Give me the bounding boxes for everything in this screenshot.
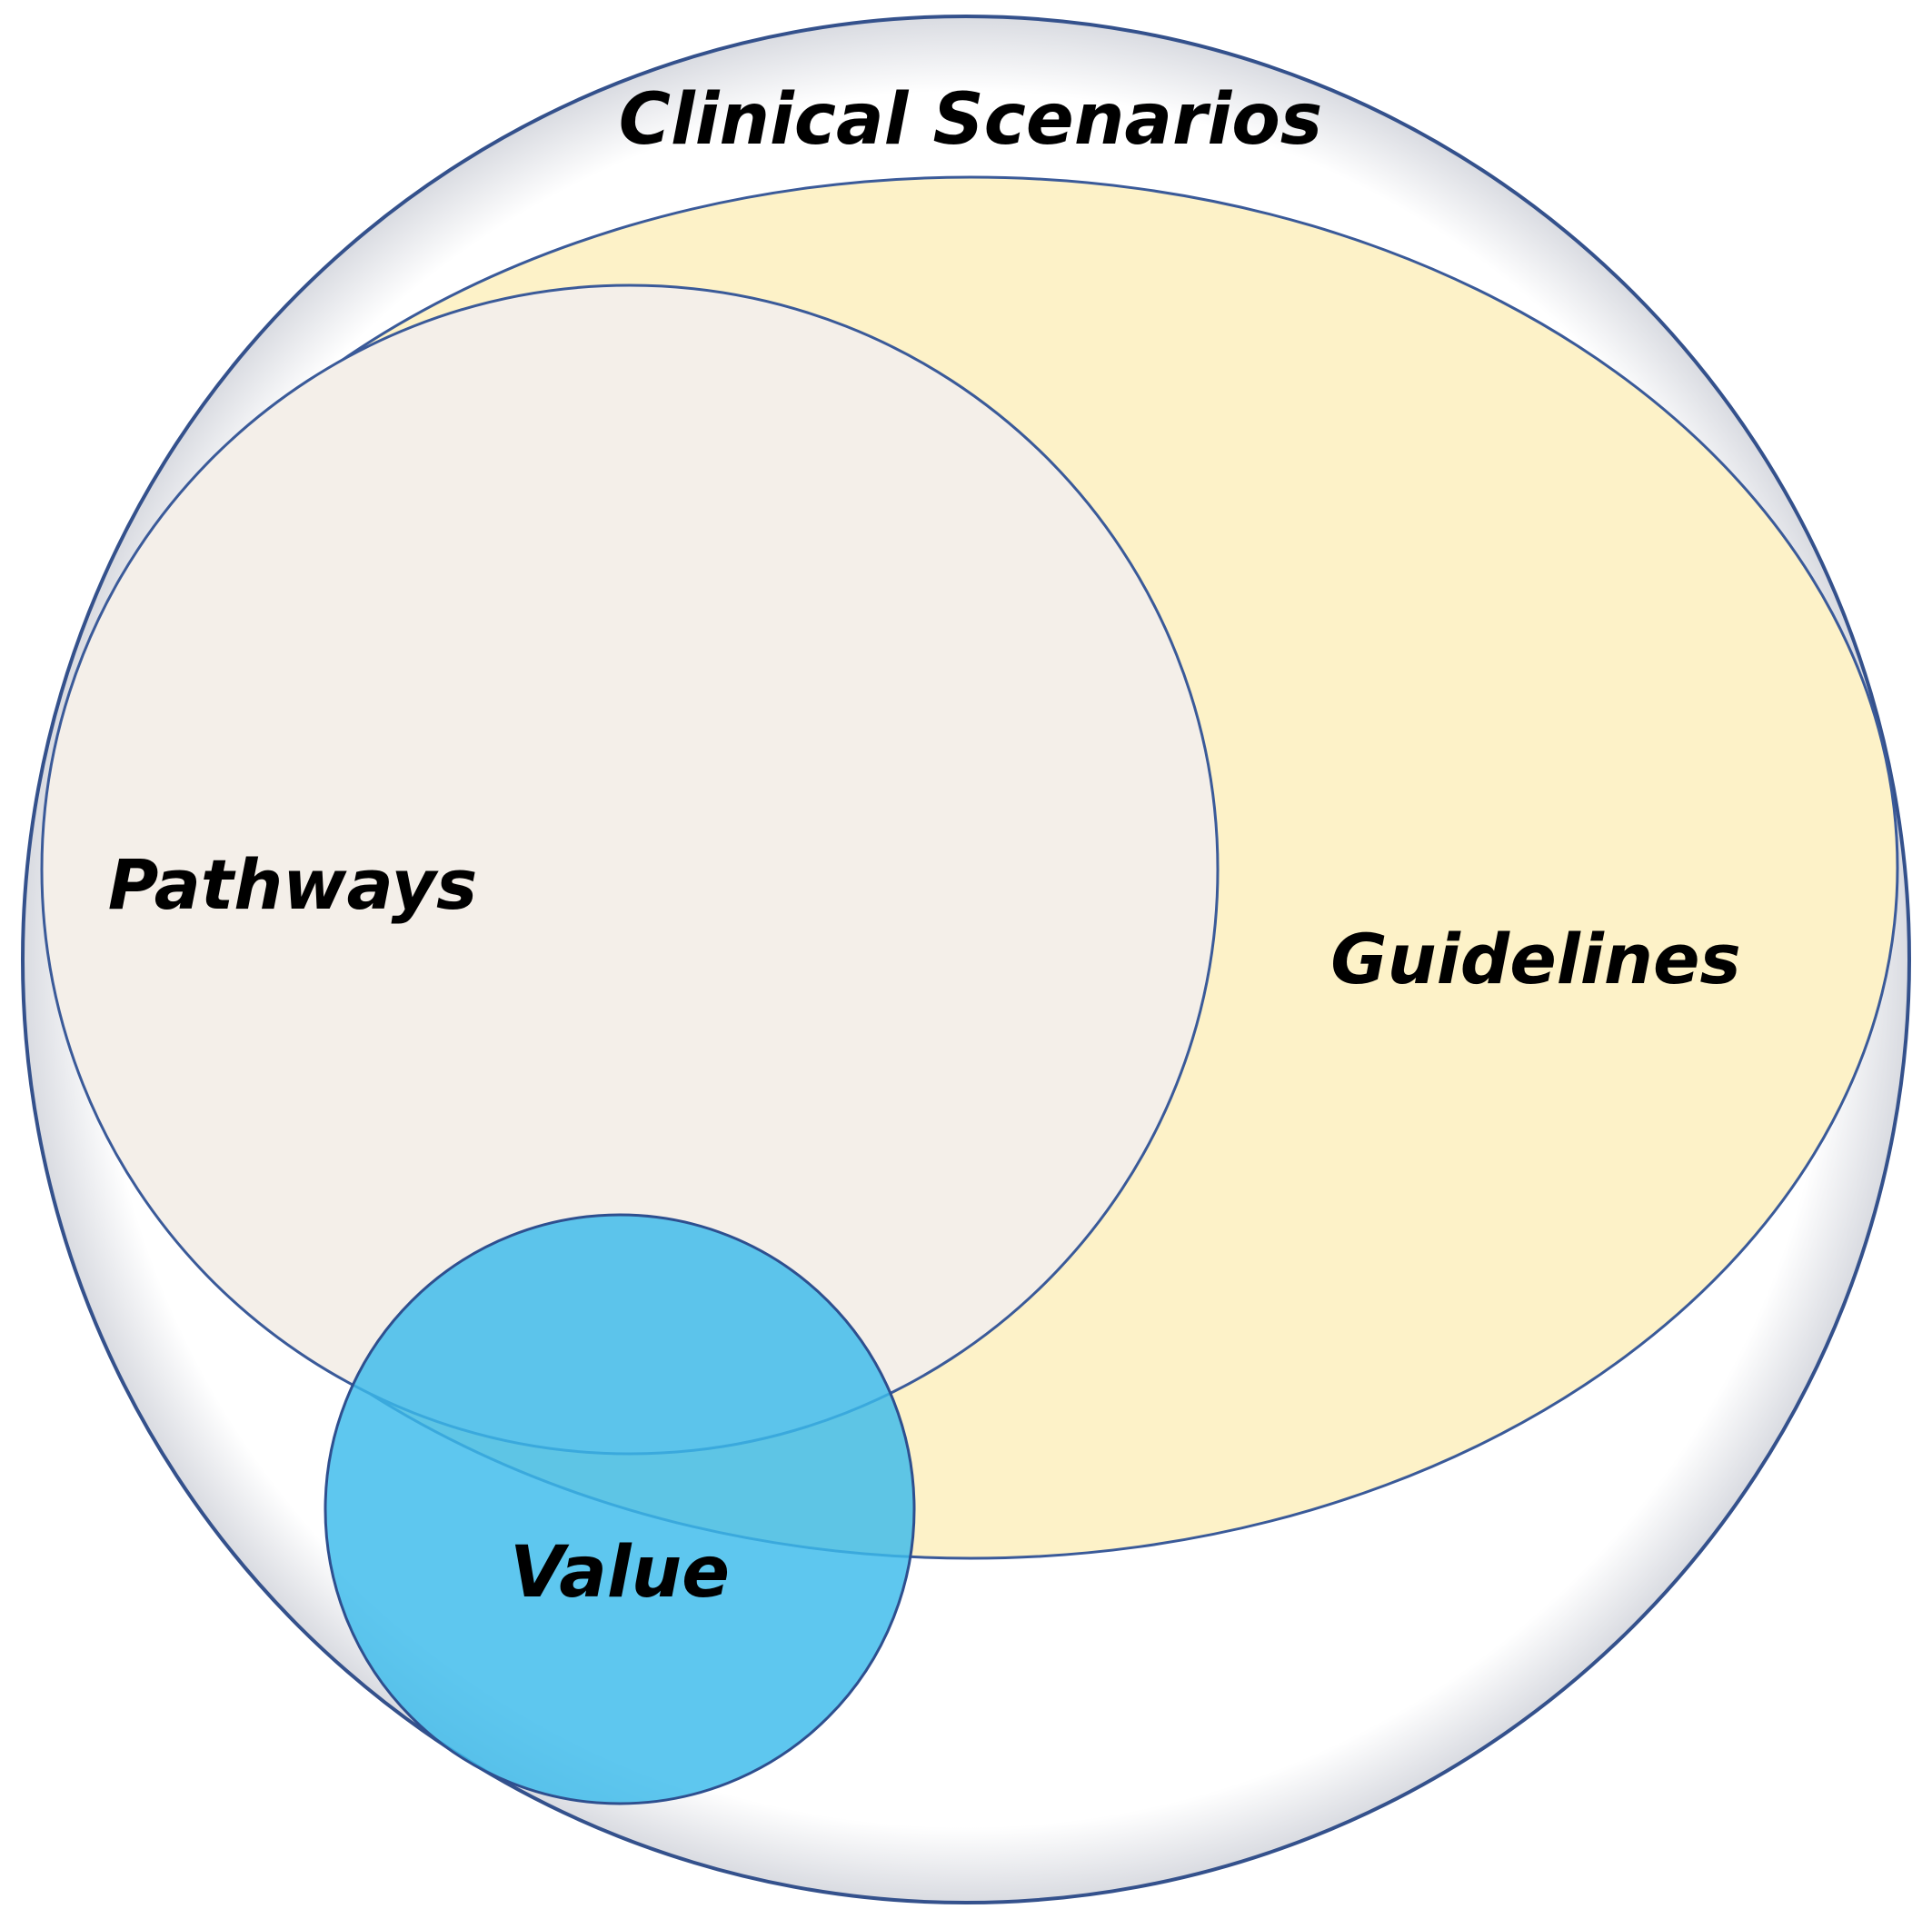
- clinical-scenarios-label: Clinical Scenarios: [619, 79, 1322, 161]
- pathways-label: Pathways: [108, 844, 478, 925]
- value-circle: [324, 1213, 916, 1805]
- guidelines-label: Guidelines: [1330, 919, 1740, 999]
- value-label: Value: [510, 1532, 730, 1614]
